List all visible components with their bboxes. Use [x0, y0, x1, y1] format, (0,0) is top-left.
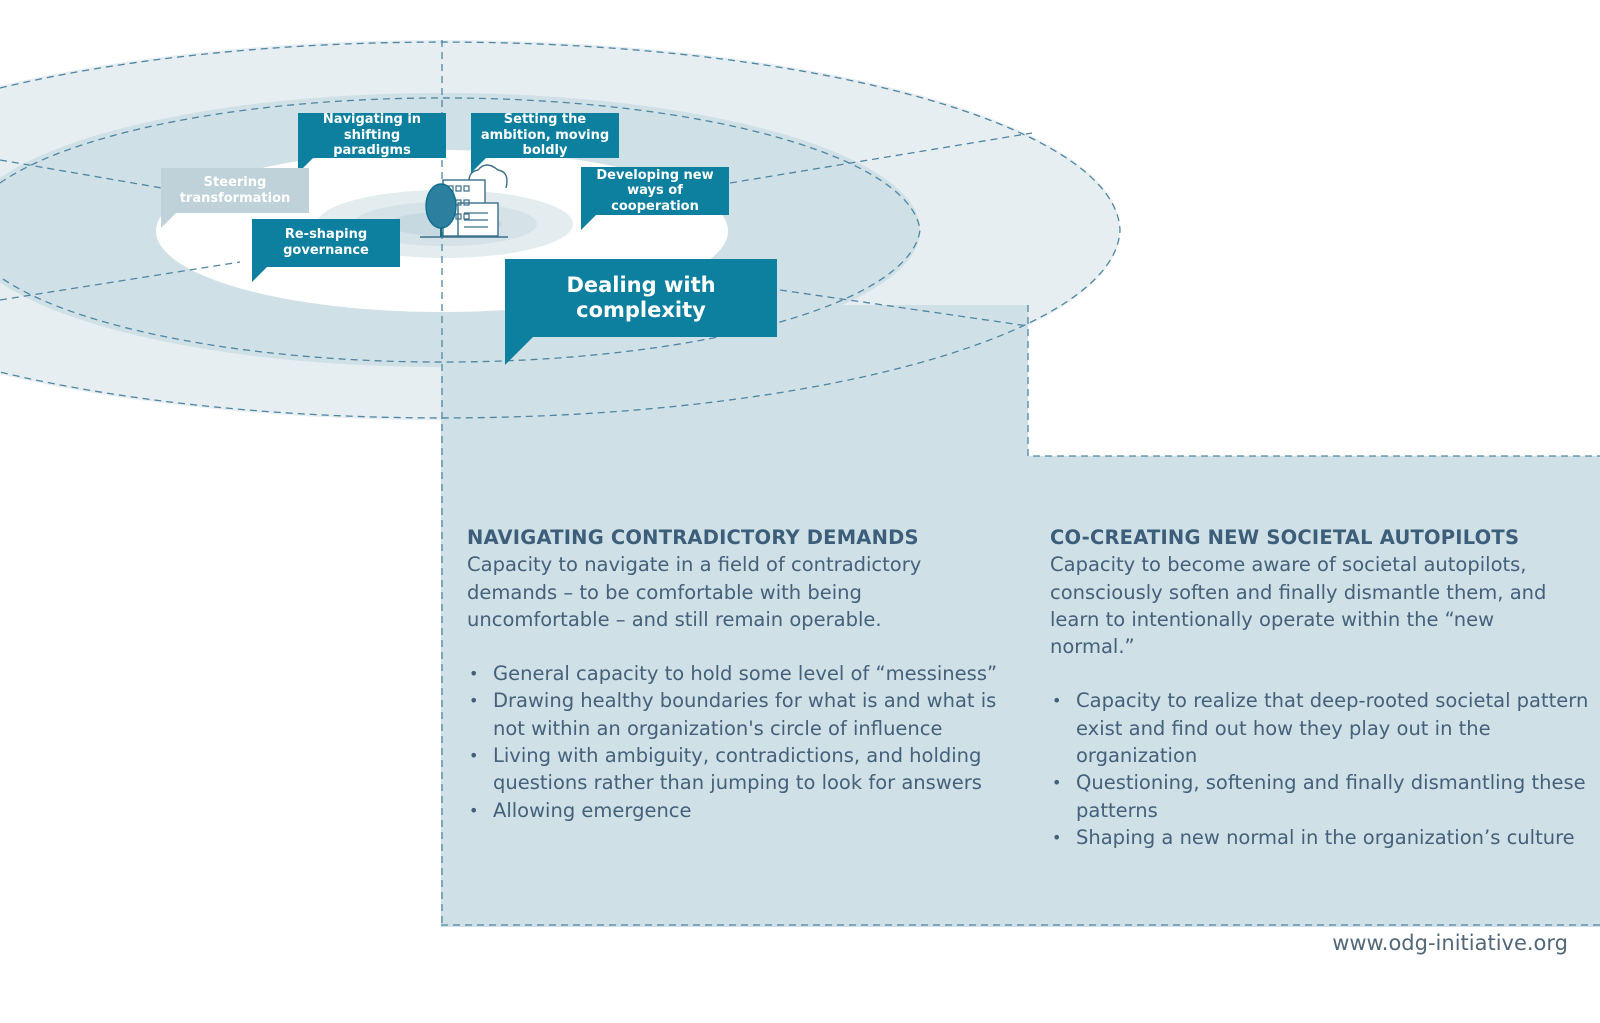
bubble-label: Developing new ways of cooperation: [596, 167, 714, 214]
bubble-navigating-in-shifting-paradigms: Navigating in shifting paradigms: [298, 112, 446, 173]
bubble-label: Setting the ambition, moving boldly: [480, 112, 610, 159]
column-contradictory-demands: NAVIGATING CONTRADICTORY DEMANDS Capacit…: [467, 524, 1012, 824]
column-heading: NAVIGATING CONTRADICTORY DEMANDS: [467, 526, 919, 549]
list-item: Questioning, softening and finally disma…: [1050, 769, 1590, 824]
bubble-tail: [581, 215, 596, 230]
column-heading: CO-CREATING NEW SOCIETAL AUTOPILOTS: [1050, 526, 1520, 549]
list-item: Capacity to realize that deep-rooted soc…: [1050, 687, 1590, 769]
bubble-steering-transformation: Steering transformation: [161, 168, 309, 228]
bullet-list: Capacity to realize that deep-rooted soc…: [1050, 687, 1590, 851]
list-item: Shaping a new normal in the organization…: [1050, 824, 1590, 852]
column-description: Capacity to navigate in a field of contr…: [467, 553, 922, 631]
bubble-tail: [252, 267, 267, 282]
column-societal-autopilots: CO-CREATING NEW SOCIETAL AUTOPILOTS Capa…: [1050, 524, 1590, 852]
bubble-label: Navigating in shifting paradigms: [322, 112, 422, 159]
list-item: Allowing emergence: [467, 797, 1012, 825]
bubble-label: Re-shaping governance: [283, 227, 369, 258]
bubble-dealing-with-complexity: Dealing with complexity: [505, 259, 777, 365]
bubble-tail: [471, 158, 486, 173]
bubble-tail: [161, 213, 176, 228]
center-label: Dealing with complexity: [566, 272, 716, 322]
bubble-tail: [505, 337, 533, 365]
list-item: Drawing healthy boundaries for what is a…: [467, 687, 1012, 742]
bubble-setting-the-ambition: Setting the ambition, moving boldly: [471, 112, 619, 173]
bubble-developing-new-ways: Developing new ways of cooperation: [581, 167, 729, 230]
column-description: Capacity to become aware of societal aut…: [1050, 553, 1547, 659]
bullet-list: General capacity to hold some level of “…: [467, 660, 1012, 824]
bubble-label: Steering transformation: [179, 174, 291, 206]
city-buildings-tree-icon: [420, 164, 508, 238]
footer-url: www.odg-initiative.org: [1332, 931, 1568, 955]
list-item: General capacity to hold some level of “…: [467, 660, 1012, 688]
list-item: Living with ambiguity, contradictions, a…: [467, 742, 1012, 797]
bubble-re-shaping-governance: Re-shaping governance: [252, 219, 400, 282]
